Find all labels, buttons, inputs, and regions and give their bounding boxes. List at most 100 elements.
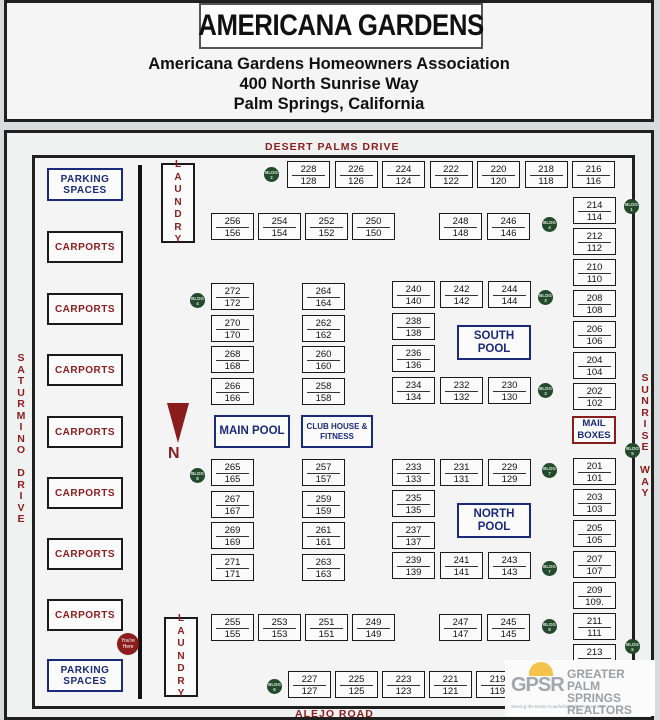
main-pool: MAIN POOL: [214, 415, 290, 448]
parking-spaces-top: PARKING SPACES: [47, 168, 123, 201]
logo-name: GREATER PALM SPRINGS REALTORS: [567, 667, 632, 717]
road-alejo-road: ALEJO ROAD: [295, 708, 374, 720]
you-are-here-marker: You're Here: [117, 633, 139, 655]
logo-tagline: Serving the Entire Coachella Valley sinc…: [511, 704, 605, 709]
logo-mark: GPSR: [511, 674, 565, 696]
north-letter: N: [168, 445, 180, 462]
page-title: AMERICANA GARDENS: [198, 9, 484, 42]
laundry-top: L A U N D R Y: [161, 159, 195, 245]
carport-5: CARPORTS: [47, 477, 123, 509]
carport-3: CARPORTS: [47, 354, 123, 386]
address-city: Palm Springs, California: [233, 95, 425, 113]
road-sunrise-way: S U N R I S E W A Y: [640, 372, 650, 499]
header-panel: AMERICANA GARDENS Americana Gardens Home…: [4, 0, 654, 122]
carport-2: CARPORTS: [47, 293, 123, 325]
club-house-fitness: CLUB HOUSE & FITNESS: [301, 415, 373, 448]
parking-spaces-bottom: PARKING SPACES: [47, 659, 123, 692]
carport-4: CARPORTS: [47, 416, 123, 448]
road-desert-palms-drive: DESERT PALMS DRIVE: [265, 141, 400, 153]
title-box: AMERICANA GARDENS: [198, 3, 484, 49]
sun-icon: [529, 662, 553, 676]
laundry-bottom: L A U N D R Y: [164, 613, 198, 699]
road-saturmino-drive: S A T U R M I N O D R I V E: [16, 352, 26, 525]
carport-7: CARPORTS: [47, 599, 123, 631]
north-arrow-icon: [167, 403, 189, 443]
south-pool: SOUTH POOL: [457, 325, 531, 360]
association-name: Americana Gardens Homeowners Association: [148, 55, 510, 73]
site-map: DESERT PALMS DRIVE ALEJO ROAD S A T U R …: [4, 130, 654, 720]
mail-boxes: MAIL BOXES: [572, 416, 616, 444]
